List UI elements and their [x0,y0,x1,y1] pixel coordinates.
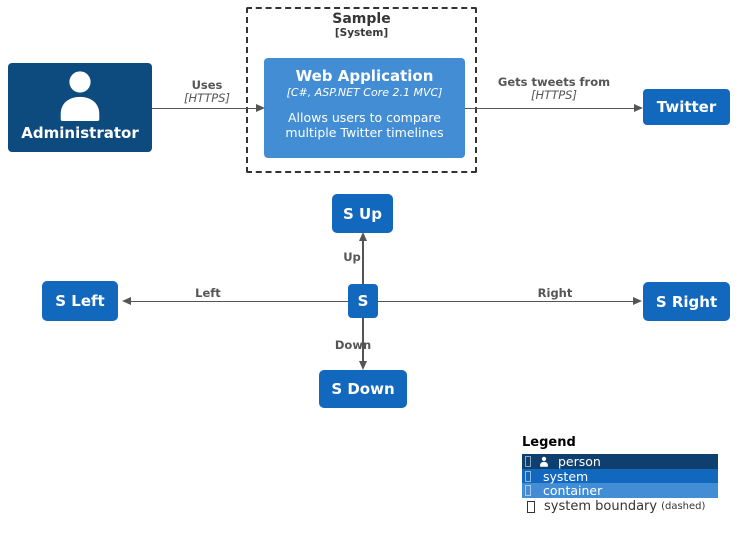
legend-label: person [558,453,601,469]
relationship-label-uses: Uses [HTTPS] [184,79,230,105]
legend-label: system [543,468,589,484]
arrow-line-uses [152,107,257,109]
legend-label: container [543,483,603,499]
arrow-line-down [362,318,364,362]
arrowhead-gets-tweets [634,104,643,112]
relationship-text: Right [537,286,573,300]
arrow-line-right [378,300,634,302]
legend-label: system boundary [544,499,658,515]
legend: Legend person system container system bo… [522,435,727,516]
container-node-web-application: Web Application [C#, ASP.NET Core 2.1 MV… [264,58,465,158]
system-node-s-left: S Left [42,281,118,321]
system-label: Twitter [656,98,717,116]
legend-title: Legend [522,435,576,450]
arrow-line-gets-tweets [465,107,635,109]
person-label: Administrator [21,124,139,142]
system-label: S Up [343,204,382,223]
missing-glyph-icon [525,455,531,467]
missing-glyph-icon [527,500,535,513]
system-node-s-down: S Down [319,370,407,408]
arrowhead-right [633,297,642,305]
system-boundary-sample: Sample [System] [246,7,477,173]
system-node-twitter: Twitter [643,89,730,125]
arrowhead-left [122,297,131,305]
relationship-text: Gets tweets from [497,75,611,89]
legend-row-container: container [522,483,718,498]
legend-row-person: person [522,454,718,469]
arrowhead-uses [256,104,265,112]
relationship-label-up: Up [343,251,361,264]
container-title: Web Application [295,67,434,85]
relationship-technology: [HTTPS] [184,90,230,105]
relationship-technology: [HTTPS] [531,87,577,102]
relationship-text: Uses [191,78,223,92]
arrowhead-down [358,361,367,370]
relationship-text: Up [343,250,361,264]
person-icon [60,71,100,122]
arrowhead-up [358,232,367,241]
person-node-administrator: Administrator [8,63,152,152]
person-icon [540,456,548,467]
missing-glyph-icon [525,470,531,482]
arrow-line-left [130,300,348,302]
legend-row-system: system [522,469,718,484]
legend-note: (dashed) [661,501,706,513]
container-technology: [C#, ASP.NET Core 2.1 MVC] [286,86,443,99]
container-description: Allows users to compare multiple Twitter… [285,110,444,140]
relationship-label-gets-tweets: Gets tweets from [HTTPS] [498,76,610,102]
legend-row-system-boundary: system boundary (dashed) [522,498,718,516]
relationship-label-right: Right [538,287,573,300]
system-label: S Right [655,292,718,311]
boundary-subtitle: [System] [334,27,389,39]
boundary-title: Sample [332,11,391,27]
system-node-s-up: S Up [332,194,393,233]
relationship-label-down: Down [335,339,371,352]
system-node-s: S [348,284,378,318]
system-label: S Left [55,292,105,310]
missing-glyph-icon [525,485,531,497]
relationship-text: Left [195,286,221,300]
relationship-label-left: Left [195,287,221,300]
system-node-s-right: S Right [643,282,730,321]
system-label: S [357,292,369,310]
arrow-line-up [362,239,364,284]
system-label: S Down [331,380,395,398]
relationship-text: Down [334,338,372,352]
